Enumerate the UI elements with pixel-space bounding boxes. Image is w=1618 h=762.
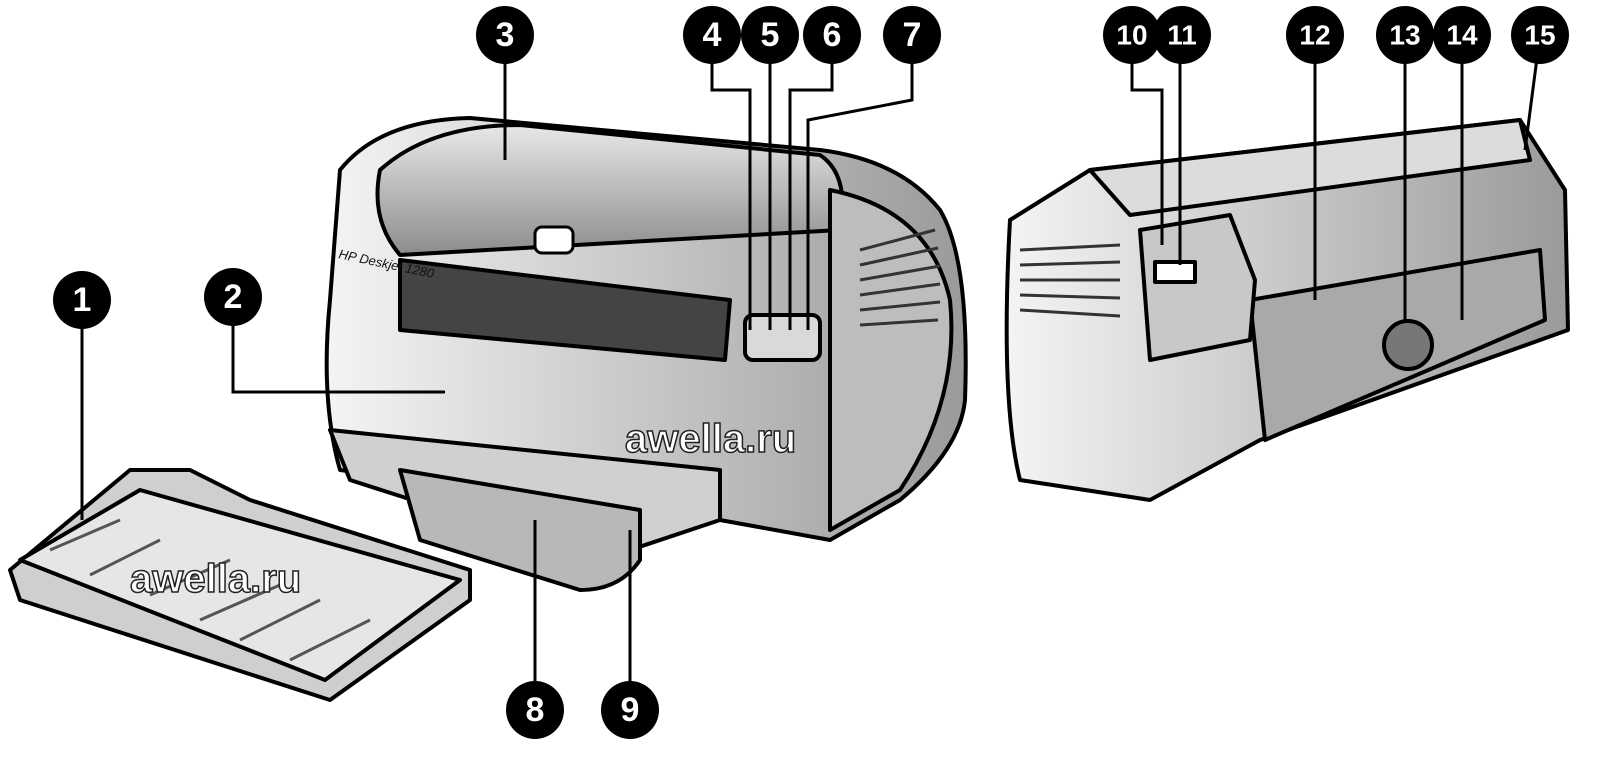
output-tray: [8, 468, 472, 702]
callout-number: 14: [1446, 20, 1478, 51]
callout-7: 7: [883, 6, 941, 64]
watermark: awella.ru: [625, 417, 796, 461]
callout-number: 7: [903, 16, 922, 54]
front-printer: [324, 116, 968, 592]
callout-number: 10: [1116, 20, 1147, 51]
callout-number: 3: [496, 16, 515, 54]
callout-number: 13: [1389, 20, 1420, 51]
callout-number: 9: [621, 691, 640, 729]
callout-13: 13: [1376, 6, 1434, 64]
callout-number: 11: [1167, 20, 1197, 51]
callout-number: 12: [1299, 20, 1330, 51]
callout-14: 14: [1433, 6, 1491, 64]
callout-15: 15: [1511, 6, 1569, 64]
watermark: awella.ru: [130, 557, 301, 601]
callout-3: 3: [476, 6, 534, 64]
callout-number: 15: [1524, 20, 1555, 51]
callout-5: 5: [741, 6, 799, 64]
callout-1: 1: [53, 271, 111, 329]
rear-printer: [1004, 118, 1570, 502]
callout-2: 2: [204, 268, 262, 326]
callout-6: 6: [803, 6, 861, 64]
callout-number: 8: [526, 691, 545, 729]
callout-9: 9: [601, 681, 659, 739]
callout-10: 10: [1103, 6, 1161, 64]
callout-number: 4: [703, 16, 722, 54]
callout-11: 11: [1153, 6, 1211, 64]
callout-number: 6: [823, 16, 842, 54]
callout-number: 1: [73, 281, 92, 319]
callout-number: 2: [224, 278, 243, 316]
callout-number: 5: [761, 16, 780, 54]
callout-8: 8: [506, 681, 564, 739]
callout-12: 12: [1286, 6, 1344, 64]
callout-4: 4: [683, 6, 741, 64]
